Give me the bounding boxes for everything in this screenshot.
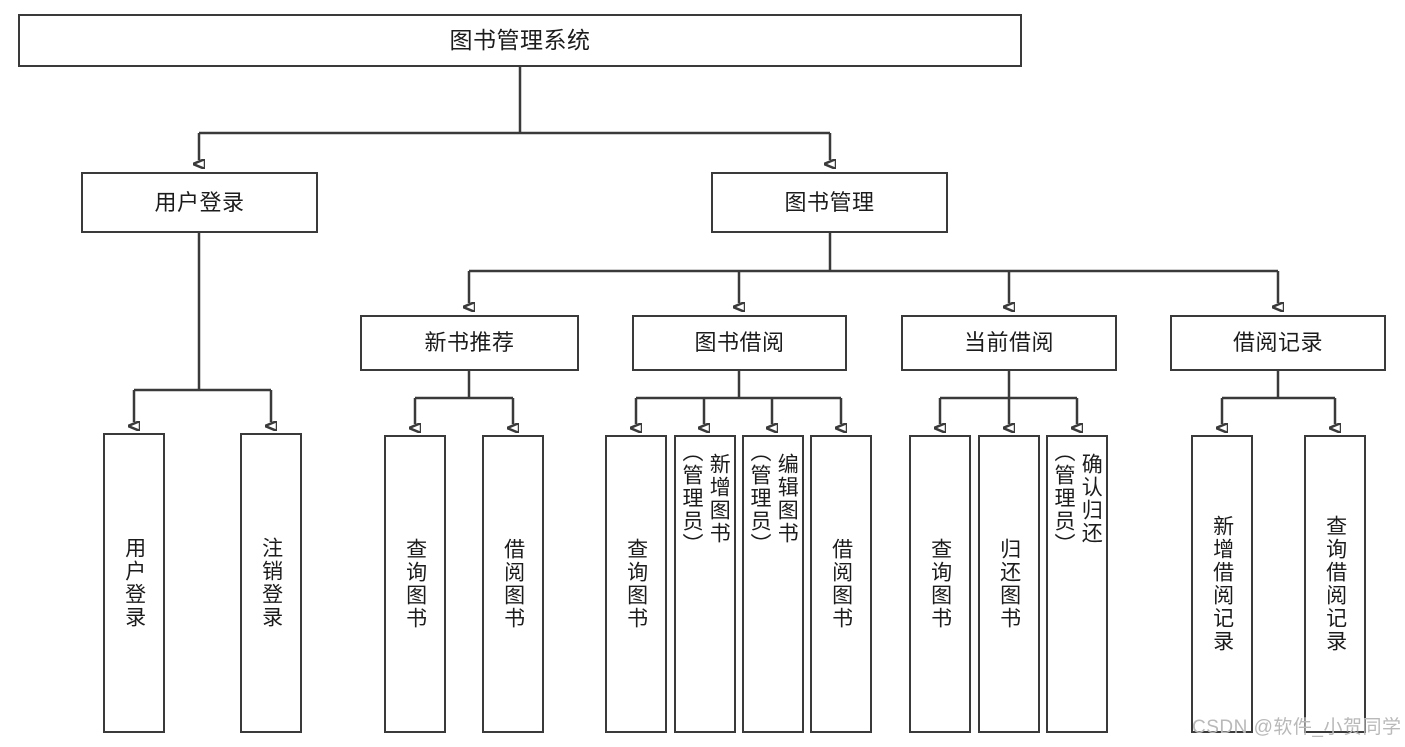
node-label: 借阅记录 [1232,330,1323,356]
leaf-borrow-edit-book-admin[interactable]: 编辑图书 （管理员） [742,435,804,733]
node-label: 图书管理 [784,189,875,215]
leaf-borrow-borrow-book[interactable]: 借阅图书 [810,435,872,733]
node-label: 归还图书 [997,538,1021,630]
node-label: 借阅图书 [501,538,525,630]
node-new-book-recommend[interactable]: 新书推荐 [360,315,579,371]
leaf-current-query-book[interactable]: 查询图书 [909,435,971,733]
node-label: 当前借阅 [963,330,1054,356]
node-label: 注销登录 [259,537,283,629]
node-label: 新增图书 （管理员） [680,441,731,556]
node-user-login[interactable]: 用户登录 [81,172,318,233]
leaf-logout-login[interactable]: 注销登录 [240,433,302,733]
node-label: 图书借阅 [694,330,785,356]
node-label: 图书管理系统 [449,26,591,53]
node-book-borrow[interactable]: 图书借阅 [632,315,847,371]
node-label: 新增借阅记录 [1210,515,1234,653]
node-label: 查询借阅记录 [1323,515,1347,653]
node-label: 确认归还 （管理员） [1052,441,1103,556]
leaf-borrow-add-book-admin[interactable]: 新增图书 （管理员） [674,435,736,733]
node-label: 编辑图书 （管理员） [748,441,799,556]
node-book-management[interactable]: 图书管理 [711,172,948,233]
leaf-newbook-query-book[interactable]: 查询图书 [384,435,446,733]
leaf-newbook-borrow-book[interactable]: 借阅图书 [482,435,544,733]
leaf-current-return-book[interactable]: 归还图书 [978,435,1040,733]
node-label: 新书推荐 [424,330,515,356]
node-label: 查询图书 [928,538,952,630]
node-label: 查询图书 [624,538,648,630]
node-label: 借阅图书 [829,538,853,630]
node-root-book-management-system[interactable]: 图书管理系统 [18,14,1022,67]
leaf-current-confirm-return-admin[interactable]: 确认归还 （管理员） [1046,435,1108,733]
node-current-borrow[interactable]: 当前借阅 [901,315,1117,371]
node-label: 查询图书 [403,538,427,630]
leaf-record-query-borrow-record[interactable]: 查询借阅记录 [1304,435,1366,733]
watermark: CSDN @软件_小贺同学 [1192,717,1402,738]
leaf-borrow-query-book[interactable]: 查询图书 [605,435,667,733]
node-borrow-record[interactable]: 借阅记录 [1170,315,1386,371]
leaf-user-login[interactable]: 用户登录 [103,433,165,733]
node-label: 用户登录 [154,189,245,215]
node-label: 用户登录 [122,537,146,629]
leaf-record-add-borrow-record[interactable]: 新增借阅记录 [1191,435,1253,733]
